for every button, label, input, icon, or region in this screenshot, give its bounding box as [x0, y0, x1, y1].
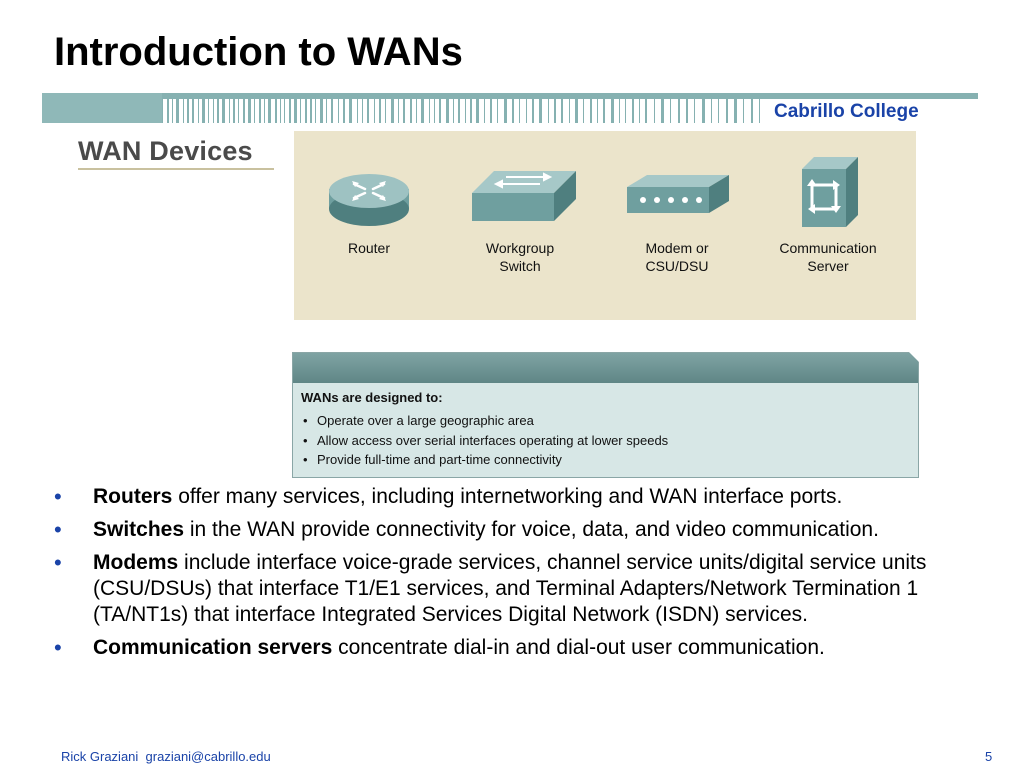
bullet-term: Communication servers — [93, 636, 333, 659]
device-description-list: • Routers offer many services, including… — [54, 484, 974, 668]
bullet-text: include interface voice-grade services, … — [93, 551, 927, 626]
bullet-term: Switches — [93, 518, 185, 541]
bullet-term: Modems — [93, 551, 179, 574]
device-router: Router — [294, 167, 444, 257]
bullet-item-communication-servers: • Communication servers concentrate dial… — [54, 635, 974, 661]
slide-title: Introduction to WANs — [54, 30, 463, 74]
section-subtitle: WAN Devices — [78, 136, 253, 166]
bullet-dot-icon: • — [54, 550, 62, 575]
bullet-dot-icon: • — [54, 517, 62, 542]
communication-server-label: Communication Server — [779, 240, 877, 274]
switch-icon — [472, 171, 576, 221]
router-label: Router — [347, 240, 391, 256]
workgroup-switch-label: Workgroup Switch — [485, 240, 555, 274]
info-box-heading: WANs are designed to: — [301, 390, 443, 405]
info-box-item: Provide full-time and part-time connecti… — [303, 450, 668, 470]
info-box-item: Operate over a large geographic area — [303, 411, 668, 431]
info-box-list: Operate over a large geographic area All… — [303, 411, 668, 470]
decorative-header-bar — [42, 93, 978, 123]
bullet-item-modems: • Modems include interface voice-grade s… — [54, 550, 974, 628]
wan-devices-panel: Router Workgroup Switch — [294, 131, 916, 320]
bullet-text: offer many services, including internetw… — [172, 485, 843, 508]
wan-design-info-box: WANs are designed to: Operate over a lar… — [292, 352, 919, 478]
footer-author-email[interactable]: graziani@cabrillo.edu — [145, 749, 271, 764]
bullet-dot-icon: • — [54, 635, 62, 660]
subtitle-underline — [78, 168, 274, 170]
modem-label: Modem or CSU/DSU — [645, 240, 709, 274]
bullet-item-switches: • Switches in the WAN provide connectivi… — [54, 517, 974, 543]
modem-icon — [627, 175, 729, 213]
info-box-header-band — [293, 352, 919, 383]
device-communication-server: Communication Server — [753, 157, 903, 275]
page-number: 5 — [985, 749, 993, 764]
bullet-term: Routers — [93, 485, 173, 508]
info-box-item: Allow access over serial interfaces oper… — [303, 431, 668, 451]
footer-author-name: Rick Graziani — [61, 749, 139, 764]
router-icon — [329, 174, 409, 226]
cabrillo-college-brand: Cabrillo College — [774, 101, 919, 122]
device-workgroup-switch: Workgroup Switch — [445, 167, 595, 275]
bullet-dot-icon: • — [54, 484, 62, 509]
bullet-text: in the WAN provide connectivity for voic… — [184, 518, 879, 541]
bullet-text: concentrate dial-in and dial-out user co… — [332, 636, 825, 659]
footer-author: Rick Graziani graziani@cabrillo.edu — [61, 749, 271, 764]
communication-server-icon — [802, 157, 858, 227]
bullet-item-routers: • Routers offer many services, including… — [54, 484, 974, 510]
device-modem: Modem or CSU/DSU — [602, 167, 752, 275]
